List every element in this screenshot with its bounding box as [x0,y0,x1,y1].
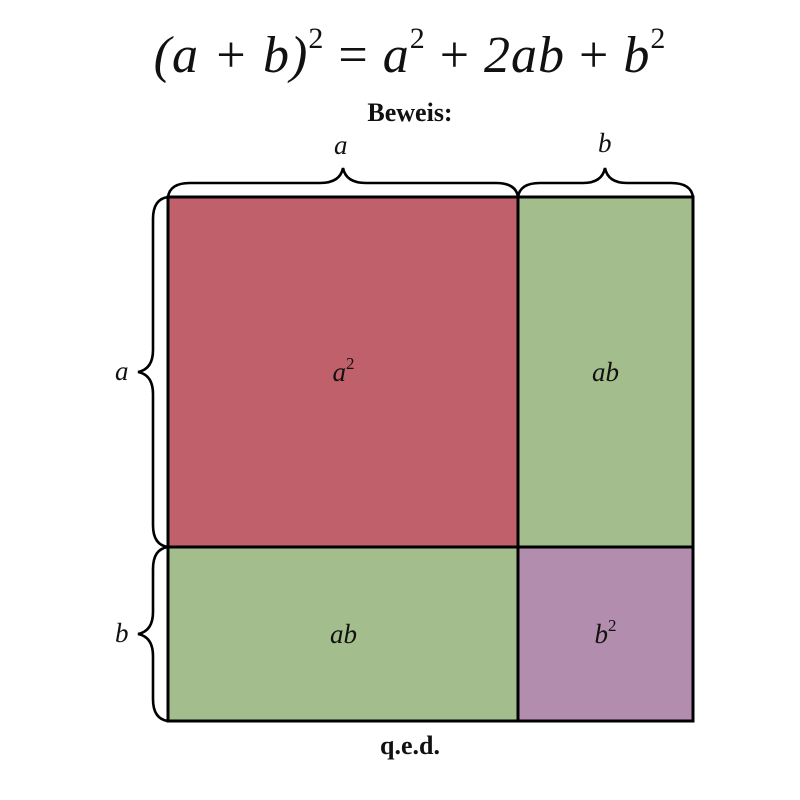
left-brace-a [137,195,170,549]
formula-term-a: a [382,27,410,84]
region-b-squared: b2 [518,547,693,721]
region-ab-top-right-label: ab [592,357,619,387]
formula-lhs-exponent: 2 [308,22,325,55]
formula-lhs-base: (a + b) [153,27,309,84]
top-brace-b-label: b [598,128,612,158]
top-brace-a [166,167,520,199]
region-a-squared-label: a2 [332,354,355,387]
qed-label: q.e.d. [380,731,440,760]
region-a-squared: a2 [168,197,519,548]
top-brace-a-label: a [334,130,348,160]
region-b-squared-label: b2 [594,615,617,649]
formula-plus-2: + [579,27,610,84]
formula-term-2ab: 2ab [484,27,566,84]
formula-equals: = [338,27,369,84]
left-brace-a-label: a [115,356,129,386]
binomial-formula: (a + b)2 = a2 + 2ab + b2 [0,24,800,85]
left-brace-b [137,545,170,723]
outer-square-outline [166,195,695,723]
formula-term-b: b [623,27,651,84]
left-brace-b-label: b [115,618,129,648]
formula-plus-1: + [439,27,471,84]
formula-term-b-exponent: 2 [650,22,667,55]
region-ab-bottom-left: ab [168,547,519,721]
proof-heading: Beweis: [367,98,453,127]
formula-term-a-exponent: 2 [409,22,426,55]
region-ab-top-right: ab [518,197,693,548]
region-ab-bottom-left-label: ab [330,618,357,649]
top-brace-b [516,167,695,199]
